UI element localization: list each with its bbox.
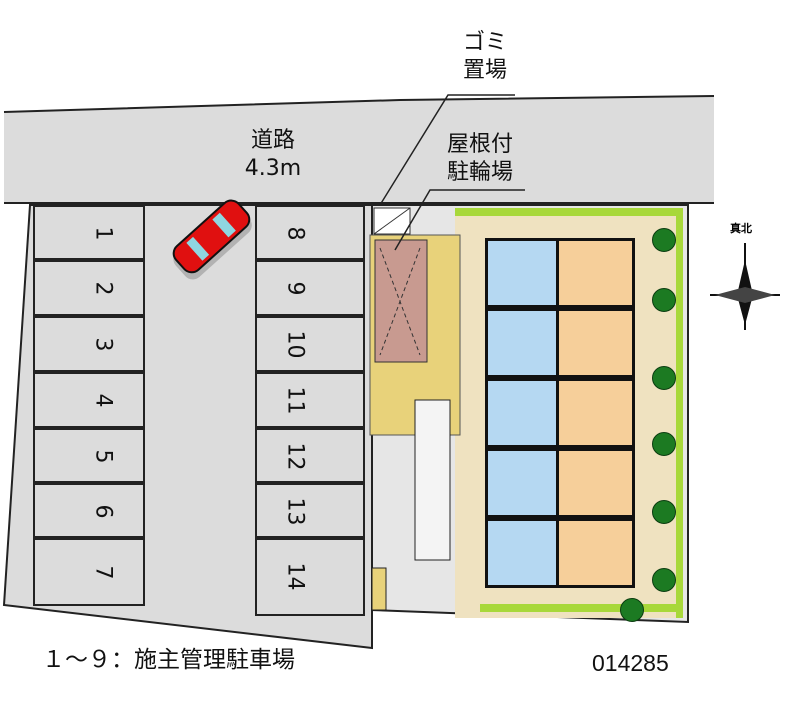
unit-3: [485, 378, 635, 448]
parking-spot: 5: [33, 428, 145, 483]
parking-spot: 3: [33, 316, 145, 372]
compass-label: 真北: [730, 222, 752, 235]
parking-spot: 4: [33, 372, 145, 428]
car-icon: [172, 199, 252, 280]
parking-spot: 8: [255, 205, 365, 260]
tree-icon: [620, 598, 644, 622]
unit-5: [485, 518, 635, 588]
unit-1: [485, 238, 635, 308]
parking-spot: 10: [255, 316, 365, 372]
tree-icon: [652, 228, 676, 252]
road-width: 4.3m: [244, 156, 302, 181]
bicycle-label-2: 駐輪場: [446, 160, 513, 185]
bicycle-label: 屋根付: [446, 132, 513, 157]
parking-spot: 2: [33, 260, 145, 316]
building-units: [485, 238, 635, 588]
parking-note: １～９：施主管理駐車場: [42, 647, 295, 673]
garbage-label-2: 置場: [462, 58, 507, 83]
parking-spot: 13: [255, 483, 365, 538]
parking-spot: 1: [33, 205, 145, 260]
parking-spot: 12: [255, 428, 365, 483]
tree-icon: [652, 568, 676, 592]
parking-spot: 11: [255, 372, 365, 428]
parking-spot: 7: [33, 538, 145, 606]
tree-icon: [652, 288, 676, 312]
road-label: 道路: [250, 128, 295, 153]
parking-spot: 14: [255, 538, 365, 616]
unit-2: [485, 308, 635, 378]
tree-icon: [652, 432, 676, 456]
tree-icon: [652, 366, 676, 390]
parking-spot: 6: [33, 483, 145, 538]
garbage-label: ゴミ: [462, 30, 507, 55]
unit-4: [485, 448, 635, 518]
property-code: 014285: [592, 650, 669, 676]
compass-north-icon: [710, 243, 780, 330]
parking-spot: 9: [255, 260, 365, 316]
tree-icon: [652, 500, 676, 524]
